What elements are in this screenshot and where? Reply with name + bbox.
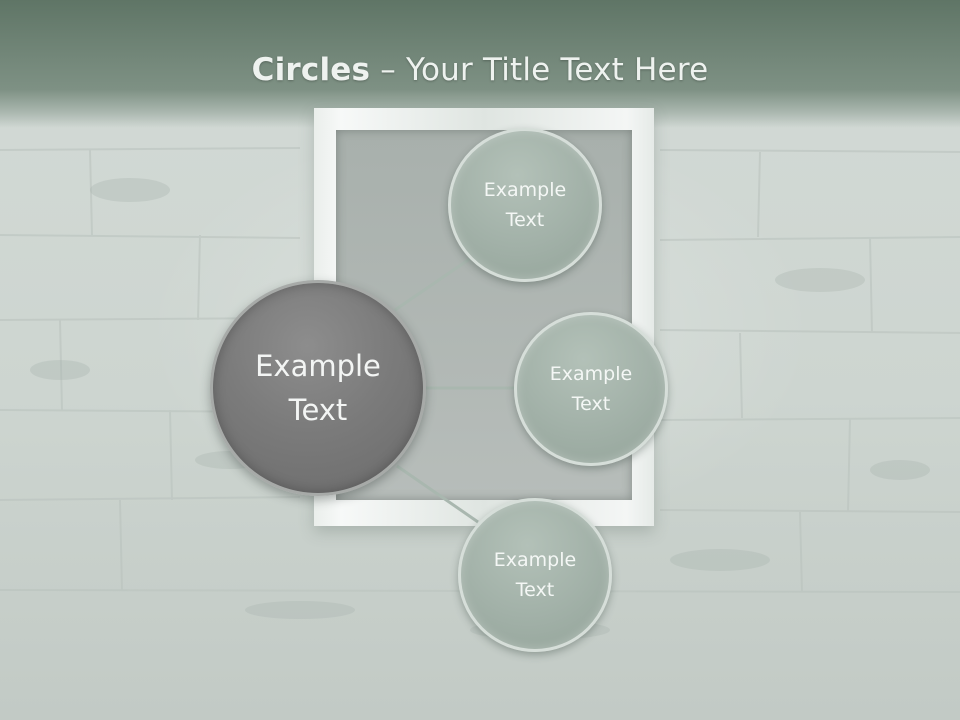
center-circle-label: Example Text (255, 349, 381, 427)
satellite-circle-3[interactable]: Example Text (458, 498, 612, 652)
title-band (0, 0, 960, 128)
satellite-circle-1[interactable]: Example Text (448, 128, 602, 282)
title-rest-part: – Your Title Text Here (370, 52, 709, 88)
connector-1 (394, 254, 475, 312)
title-bold-part: Circles (251, 52, 371, 88)
center-circle[interactable]: Example Text (210, 280, 426, 496)
slide-title: Circles – Your Title Text Here (0, 52, 960, 88)
satellite-circle-label: Example Text (493, 549, 577, 601)
satellite-circle-label: Example Text (483, 179, 567, 231)
satellite-circle-label: Example Text (549, 363, 633, 415)
satellite-circle-2[interactable]: Example Text (514, 312, 668, 466)
connector-3 (396, 464, 479, 524)
